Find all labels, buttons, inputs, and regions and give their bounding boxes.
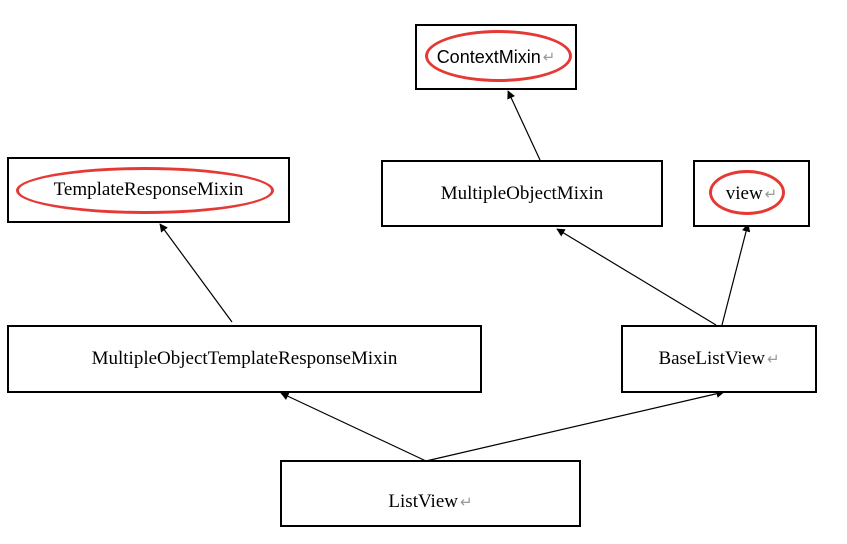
- edge-baselistview-to-view: [721, 223, 751, 326]
- node-multiple-object-template-response-mixin-label: MultipleObjectTemplateResponseMixin: [91, 348, 398, 369]
- paragraph-mark-icon: ↵: [460, 492, 473, 511]
- highlight-ring-template-response-mixin: [16, 167, 274, 214]
- paragraph-mark-icon: ↵: [766, 350, 780, 368]
- edge-mixin-to-templateresponsemixin: [159, 223, 233, 323]
- node-base-list-view: BaseListView↵: [621, 325, 817, 393]
- edge-multipleobjectmixin-to-contextmixin: [507, 90, 541, 161]
- node-list-view: ListView↵: [280, 460, 581, 527]
- node-base-list-view-label: BaseListView: [658, 348, 765, 369]
- node-multiple-object-mixin-label: MultipleObjectMixin: [440, 182, 604, 204]
- highlight-ring-context-mixin: [425, 30, 572, 82]
- node-multiple-object-template-response-mixin: MultipleObjectTemplateResponseMixin: [7, 325, 482, 393]
- node-multiple-object-mixin: MultipleObjectMixin: [381, 160, 663, 227]
- highlight-ring-view: [709, 170, 785, 215]
- edge-listview-to-baselistview: [425, 389, 725, 462]
- edge-baselistview-to-multipleobjectmixin: [556, 228, 717, 326]
- node-list-view-label: ListView: [388, 490, 458, 512]
- edge-listview-to-mixin: [280, 392, 427, 462]
